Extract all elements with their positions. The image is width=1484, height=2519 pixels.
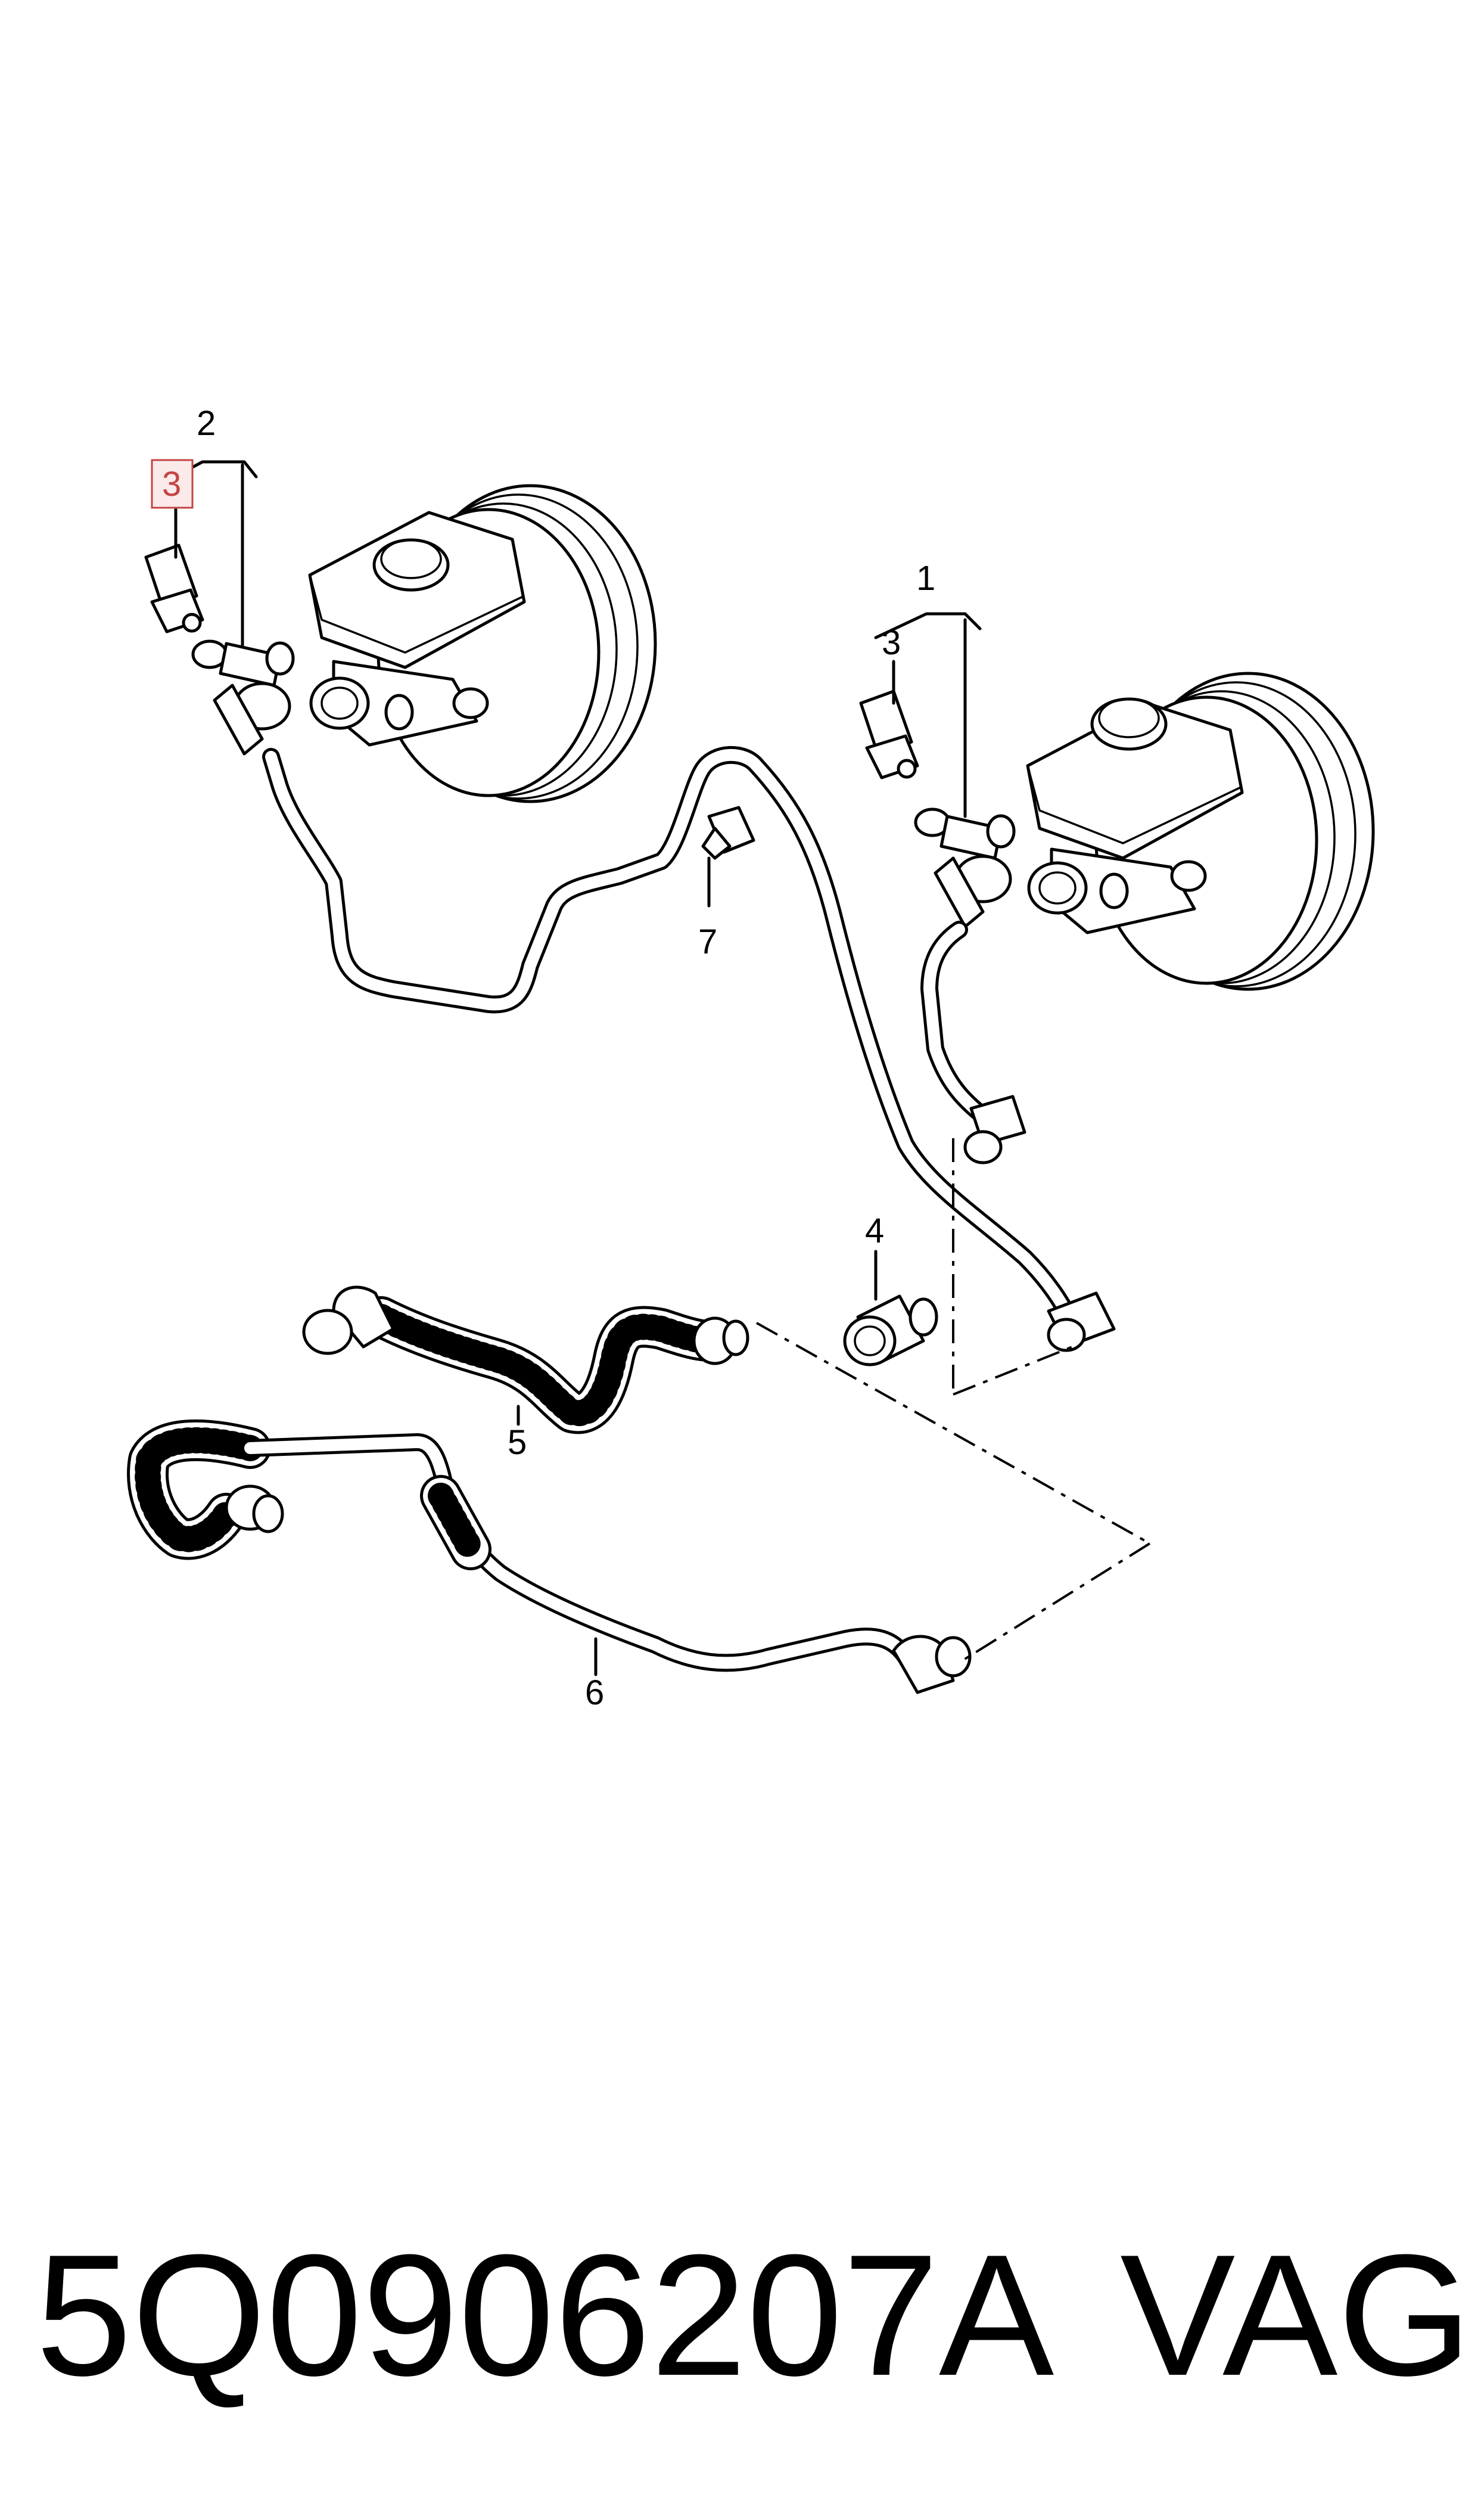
connector-right xyxy=(934,814,1016,928)
parts-diagram: 2 3 1 3 7 4 5 6 xyxy=(127,404,1375,1712)
leader-lines xyxy=(156,460,982,1676)
callout-4: 4 xyxy=(865,1212,884,1250)
callout-5: 5 xyxy=(508,1423,527,1462)
clip-part-7 xyxy=(701,806,755,860)
brake-booster-left xyxy=(308,484,657,803)
vacuum-pipe-left xyxy=(262,746,1116,1352)
part-number: 5Q0906207A xyxy=(36,2219,1054,2412)
callout-7: 7 xyxy=(698,923,717,961)
pipe-part-6 xyxy=(127,1419,972,1694)
callout-labels: 2 3 1 3 7 4 5 6 xyxy=(151,404,935,1712)
sensor-left xyxy=(144,543,228,669)
footer: 5Q0906207A VAG xyxy=(0,2217,1484,2414)
callout-2: 2 xyxy=(197,404,216,443)
brake-booster-right xyxy=(1026,672,1375,991)
callout-6: 6 xyxy=(585,1673,604,1712)
check-valve-part-4 xyxy=(843,1294,938,1366)
sensor-right xyxy=(859,689,951,837)
hose-part-5 xyxy=(302,1285,749,1434)
callout-3: 3 xyxy=(882,623,901,662)
connector-left xyxy=(213,641,295,756)
vacuum-pipe-right xyxy=(920,921,1026,1164)
dashed-assembly-lines xyxy=(756,1138,1151,1664)
brand-name: VAG xyxy=(1120,2219,1472,2412)
callout-1: 1 xyxy=(916,559,935,598)
callout-3-highlighted: 3 xyxy=(162,465,181,504)
callout-3-highlight-box xyxy=(151,459,194,509)
